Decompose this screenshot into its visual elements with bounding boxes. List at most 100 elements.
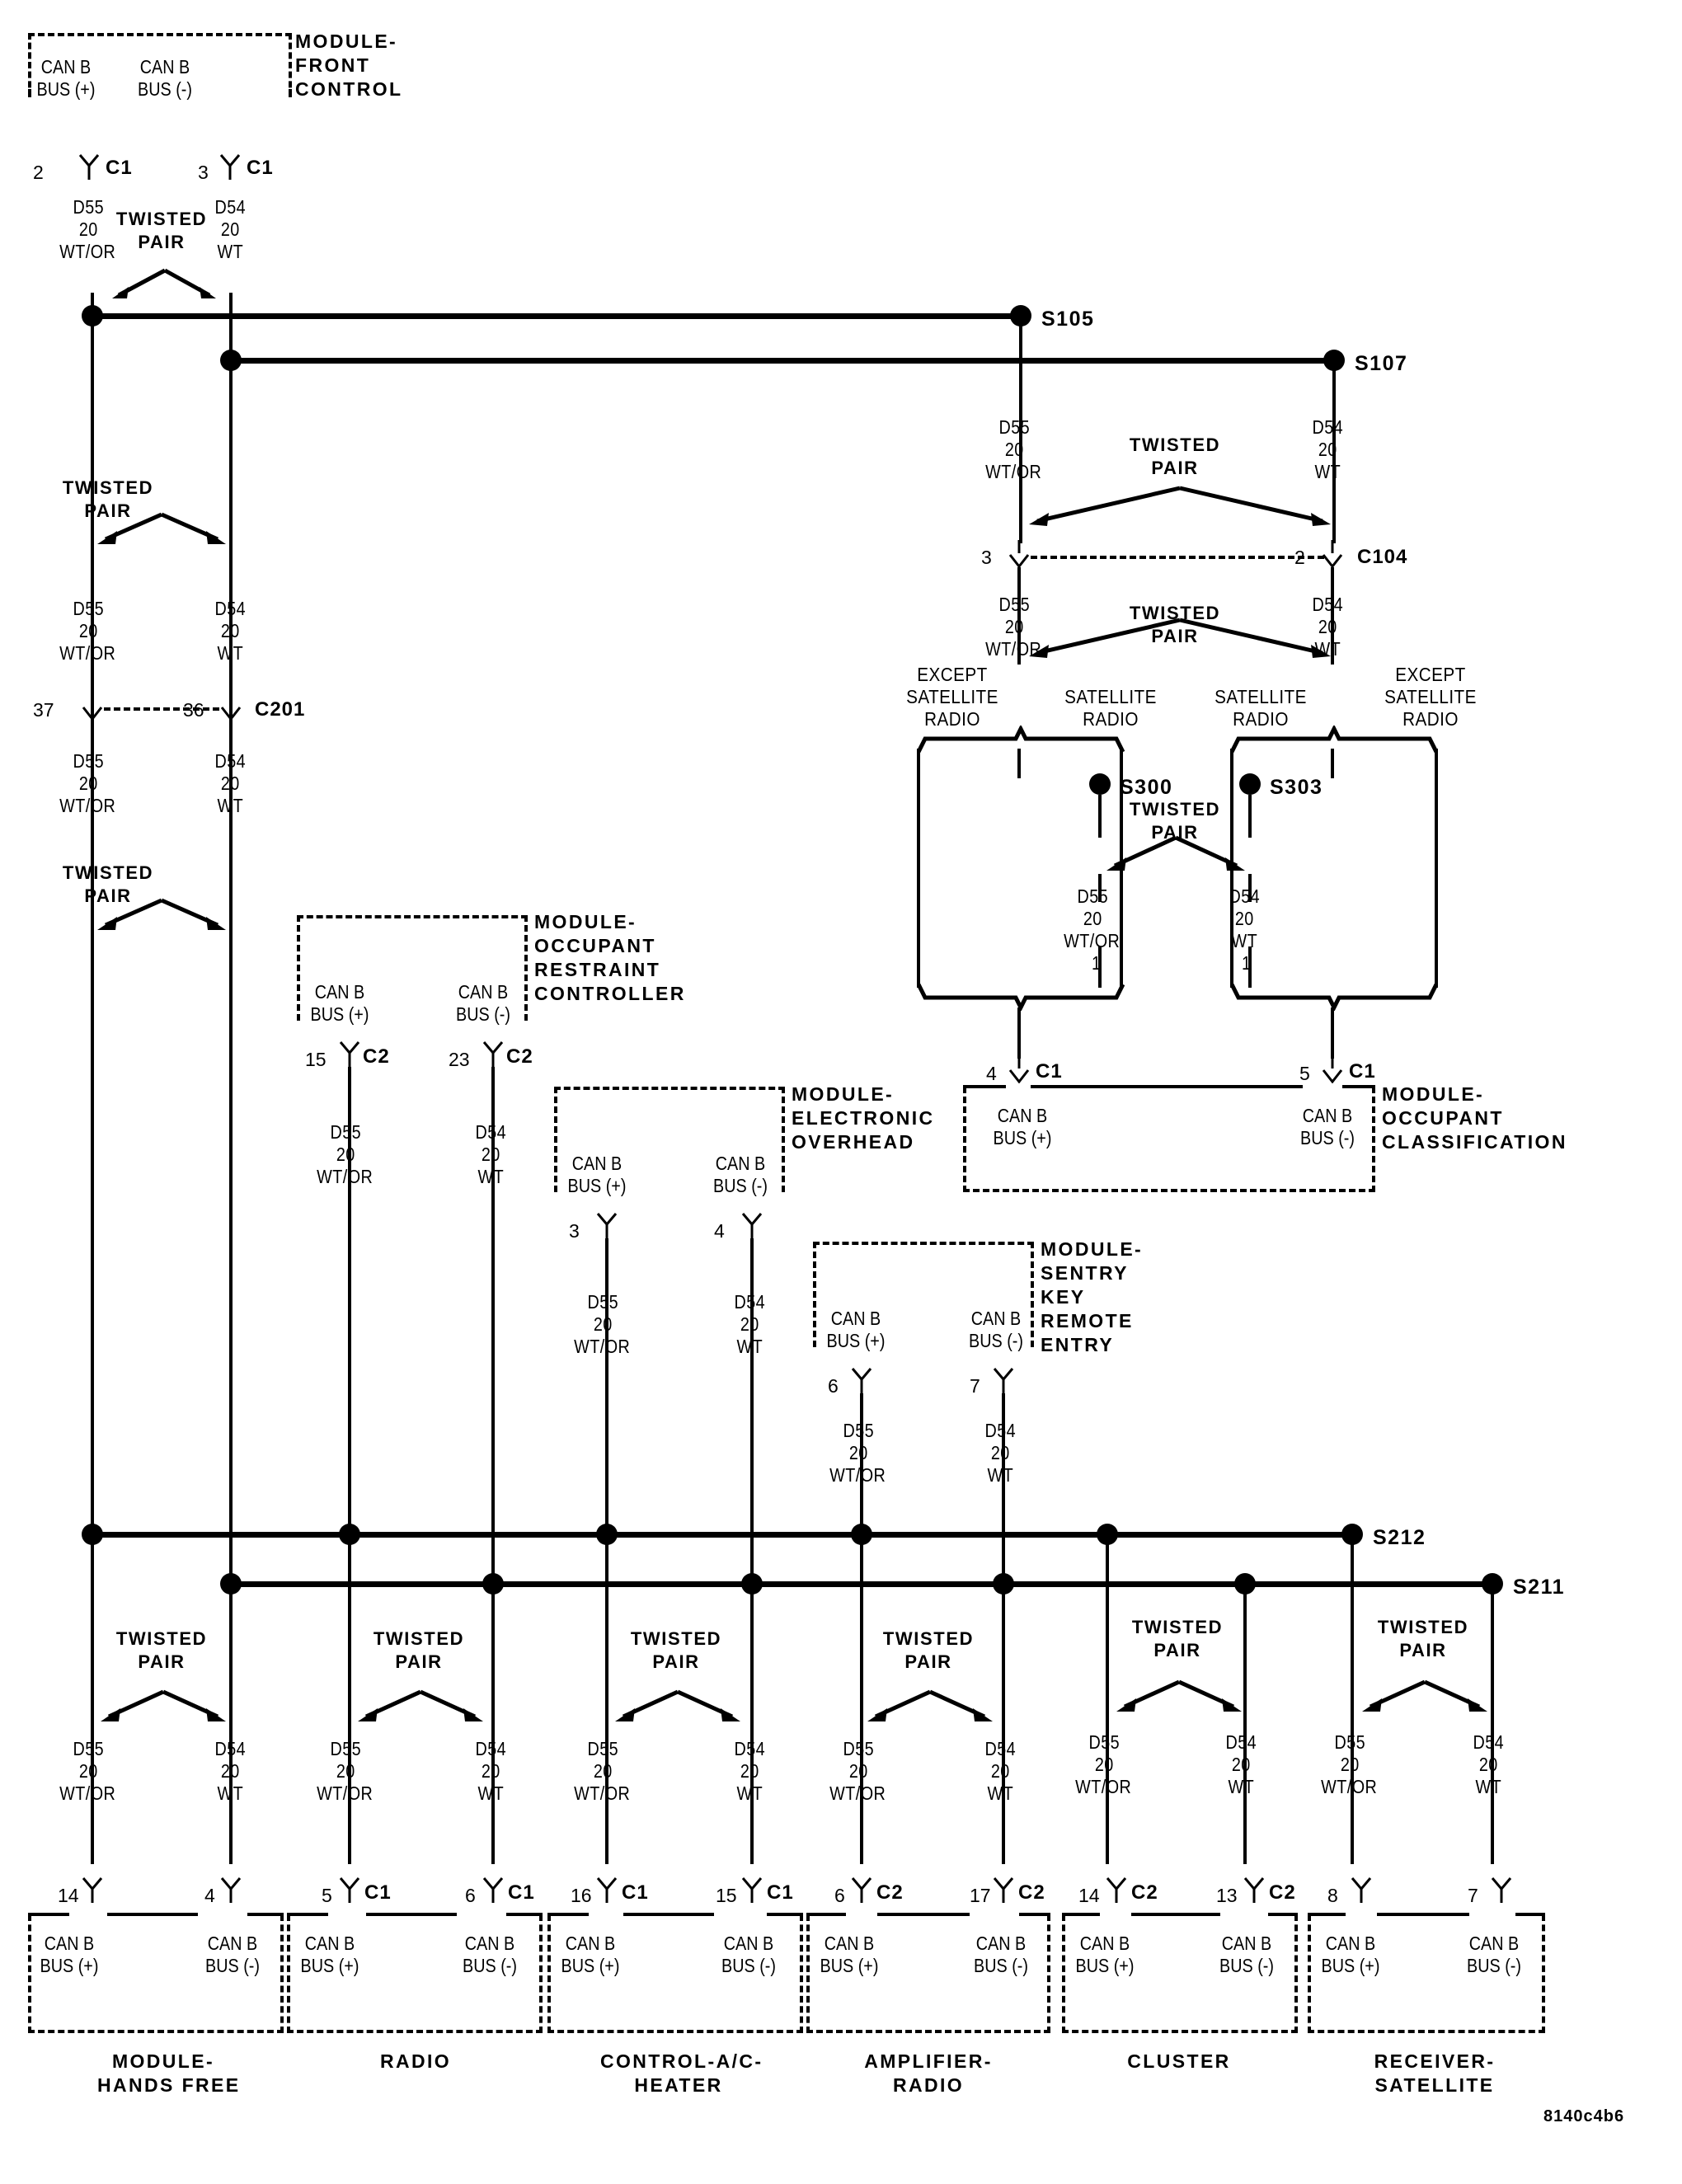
twisted-pair-label: TWISTED PAIR bbox=[62, 862, 154, 906]
occupant-classification-connector-minus: C1 bbox=[1349, 1060, 1376, 1083]
receiver-satellite-port-minus: CAN B BUS (-) bbox=[1467, 1933, 1521, 1976]
module-hands-free-box bbox=[28, 1914, 284, 2033]
occupant-classification-connector-plus: C1 bbox=[1036, 1060, 1063, 1083]
amplifier-radio-connector-minus: C2 bbox=[1018, 1881, 1045, 1904]
c104-dash-link bbox=[1031, 556, 1324, 559]
twisted-pair-arrow-icon bbox=[104, 265, 224, 302]
occupant-restraint-port-minus: CAN B BUS (-) bbox=[456, 981, 510, 1025]
connector-y-icon bbox=[596, 1876, 618, 1903]
twisted-pair-label: TWISTED PAIR bbox=[115, 209, 208, 252]
sentry-key-port-minus: CAN B BUS (-) bbox=[969, 1308, 1023, 1351]
hands-free-port-minus: CAN B BUS (-) bbox=[205, 1933, 260, 1976]
front-control-pin-minus: 3 bbox=[198, 162, 209, 183]
control-ac-heater-connector-minus: C1 bbox=[767, 1881, 794, 1904]
wire-label-d54-circuit: D54 bbox=[475, 1738, 507, 1759]
twisted-pair-arrow-icon bbox=[1098, 834, 1253, 876]
cluster-pin-minus: 13 bbox=[1216, 1885, 1238, 1906]
control-ac-heater-connector-plus: C1 bbox=[622, 1881, 649, 1904]
splice-s300-label: S300 bbox=[1120, 776, 1173, 799]
wire-label-d54-circuit: D54 bbox=[214, 750, 247, 772]
connector-y-icon bbox=[482, 1040, 504, 1067]
option-satellite-radio-left: SATELLITE RADIO bbox=[1064, 686, 1157, 730]
wire-label-d54-color: WT bbox=[1475, 1776, 1502, 1797]
trunk-d54-left bbox=[229, 293, 233, 1587]
wire-label-d54-gauge: 20 bbox=[990, 1442, 1010, 1463]
cluster-connector-plus: C2 bbox=[1131, 1881, 1158, 1904]
cluster-port-plus: CAN B BUS (+) bbox=[1075, 1933, 1135, 1976]
connector-y-icon bbox=[82, 1876, 103, 1903]
cluster-port-minus: CAN B BUS (-) bbox=[1219, 1933, 1274, 1976]
occupant-classification-pin-minus: 5 bbox=[1299, 1063, 1310, 1084]
wire-label-d55-circuit: D55 bbox=[587, 1291, 619, 1313]
connector-y-icon bbox=[1322, 540, 1343, 568]
wire-label-d54-gauge: 20 bbox=[220, 773, 240, 794]
wire-label-d55-circuit: D55 bbox=[73, 598, 105, 619]
occupant-restraint-pin-minus: 23 bbox=[449, 1049, 470, 1070]
connector-y-icon bbox=[993, 1876, 1014, 1903]
wire-label-d54-gauge: 20 bbox=[1234, 908, 1254, 929]
wire-label-d55-color: WT/OR bbox=[59, 1782, 116, 1804]
c201-dash-link bbox=[104, 707, 219, 711]
module-amplifier-radio-box bbox=[806, 1914, 1050, 2033]
wire-label-d55-circuit: D55 bbox=[998, 416, 1031, 438]
twisted-pair-arrow-icon bbox=[89, 511, 234, 549]
connector-y-icon bbox=[339, 1876, 360, 1903]
module-occupant-restraint-label: MODULE- OCCUPANT RESTRAINT CONTROLLER bbox=[534, 911, 686, 1004]
twisted-pair-arrow-icon bbox=[1108, 1679, 1250, 1717]
wire-sentry-key-plus bbox=[860, 1393, 863, 1537]
splice-s212-label: S212 bbox=[1373, 1526, 1426, 1549]
module-cluster-label: CLUSTER bbox=[1127, 2050, 1231, 2072]
electronic-overhead-pin-minus: 4 bbox=[714, 1220, 725, 1242]
connector-y-icon bbox=[741, 1212, 763, 1238]
trunk-d55-left bbox=[91, 293, 94, 1538]
wire-label-d55-circuit: D55 bbox=[998, 594, 1031, 615]
figure-code: 8140c4b6 bbox=[1543, 2107, 1625, 2125]
wire-label-d55-gauge: 20 bbox=[593, 1760, 613, 1782]
radio-connector-minus: C1 bbox=[508, 1881, 535, 1904]
branch-pin-s300: 1 bbox=[1092, 952, 1102, 974]
connector-y-icon bbox=[482, 1876, 504, 1903]
wire-label-d54-gauge: 20 bbox=[220, 218, 240, 240]
wire-label-d54-circuit: D54 bbox=[214, 196, 247, 218]
hands-free-pin-minus: 4 bbox=[204, 1885, 215, 1906]
option-branch-bracket-left bbox=[917, 726, 1125, 754]
occupant-restraint-connector-plus: C2 bbox=[363, 1045, 390, 1068]
connector-y-icon bbox=[1008, 1055, 1030, 1083]
wire-label-d55-color: WT/OR bbox=[317, 1166, 374, 1187]
connector-y-icon bbox=[1008, 540, 1030, 568]
connector-y-icon bbox=[1243, 1876, 1265, 1903]
wire-label-d54-circuit: D54 bbox=[1229, 885, 1261, 907]
wire-label-d55-color: WT/OR bbox=[829, 1464, 886, 1486]
splice-s303-dot bbox=[1239, 773, 1261, 795]
module-front-control-box bbox=[28, 33, 292, 97]
wire-label-d54-color: WT bbox=[1228, 1776, 1255, 1797]
wire-label-d55-color: WT/OR bbox=[1075, 1776, 1132, 1797]
wire-label-d54-circuit: D54 bbox=[475, 1121, 507, 1143]
occupant-restraint-pin-plus: 15 bbox=[305, 1049, 327, 1070]
wire-label-d54-circuit: D54 bbox=[214, 1738, 247, 1759]
twisted-pair-label: TWISTED PAIR bbox=[630, 1628, 722, 1672]
wire-label-d55-circuit: D55 bbox=[1334, 1731, 1366, 1753]
module-control-ac-heater-label: CONTROL-A/C- HEATER bbox=[600, 2050, 763, 2096]
wire-label-d54-gauge: 20 bbox=[481, 1144, 500, 1165]
splice-s211-label: S211 bbox=[1513, 1576, 1566, 1599]
wire-label-d55-circuit: D55 bbox=[330, 1121, 362, 1143]
wire-label-d54-circuit: D54 bbox=[1312, 416, 1344, 438]
option-merge-bracket-right bbox=[1230, 983, 1438, 1011]
wire-label-d54-color: WT bbox=[1231, 930, 1258, 951]
wire-label-d54-gauge: 20 bbox=[1231, 1754, 1251, 1775]
radio-pin-minus: 6 bbox=[465, 1885, 476, 1906]
wire-label-d55-gauge: 20 bbox=[78, 218, 98, 240]
connector-y-icon bbox=[1106, 1876, 1127, 1903]
wire-label-d55-gauge: 20 bbox=[336, 1760, 355, 1782]
twisted-pair-label: TWISTED PAIR bbox=[1377, 1617, 1469, 1660]
twisted-pair-label: TWISTED PAIR bbox=[373, 1628, 465, 1672]
twisted-pair-label: TWISTED PAIR bbox=[62, 477, 154, 521]
wire-label-d54-circuit: D54 bbox=[984, 1420, 1017, 1441]
connector-y-icon bbox=[82, 693, 103, 721]
wire-label-d55-gauge: 20 bbox=[78, 620, 98, 641]
module-control-ac-heater-box bbox=[547, 1914, 803, 2033]
front-control-connector-plus: C1 bbox=[106, 157, 133, 179]
twisted-pair-arrow-icon bbox=[1019, 485, 1341, 531]
option-branch-bracket-right bbox=[1230, 726, 1438, 754]
